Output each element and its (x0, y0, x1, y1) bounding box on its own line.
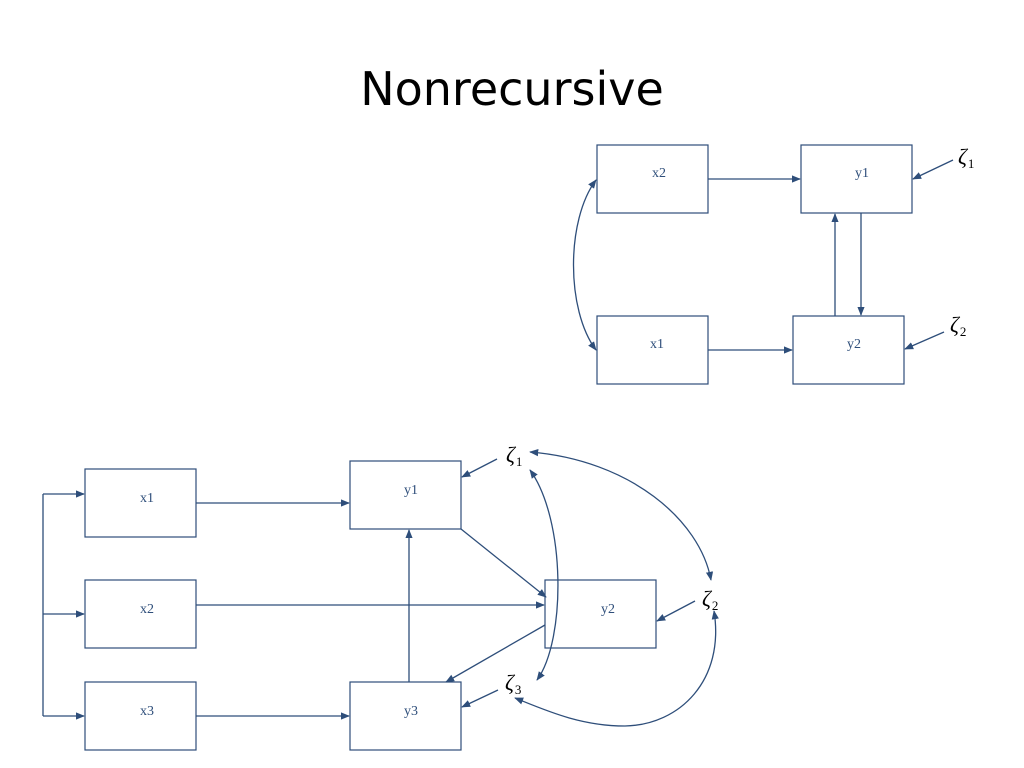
top-node-x1-label: x1 (650, 337, 664, 352)
bottom-node-x2: x2 (84, 579, 197, 649)
bottom-node-x2-label: x2 (140, 602, 154, 617)
top-node-y1: y1 (800, 144, 913, 214)
svg-text:ζ2: ζ2 (702, 586, 718, 613)
bottom-disturbance-zeta1: ζ1 (506, 442, 522, 469)
svg-text:ζ3: ζ3 (505, 670, 521, 697)
bottom-node-x1-label: x1 (140, 491, 154, 506)
bottom-covariance-zeta1-zeta2 (529, 449, 714, 581)
bottom-path-zeta2-y2 (656, 600, 696, 622)
bottom-node-y3-label: y3 (404, 704, 418, 719)
top-path-zeta1-y1 (912, 159, 954, 180)
bottom-node-x3-label: x3 (140, 704, 154, 719)
bottom-node-y1-label: y1 (404, 483, 418, 498)
slide-title: Nonrecursive (360, 62, 664, 116)
top-node-y2-label: y2 (847, 337, 861, 352)
top-node-y1-label: y1 (855, 166, 869, 181)
bottom-node-y1: y1 (349, 460, 462, 530)
svg-text:ζ2: ζ2 (950, 312, 966, 339)
svg-text:ζ1: ζ1 (506, 442, 522, 469)
bottom-path-y2-y3 (445, 624, 546, 683)
top-node-x2: x2 (596, 144, 709, 214)
top-diagram: x2 y1 x1 y2 ζ1 ζ2 (572, 144, 974, 385)
top-disturbance-zeta2: ζ2 (950, 312, 966, 339)
bottom-node-x1: x1 (84, 468, 197, 538)
bottom-diagram: x1 x2 x3 y1 y2 y3 (42, 442, 719, 751)
bottom-disturbance-zeta2: ζ2 (702, 586, 718, 613)
bottom-node-y2-label: y2 (601, 602, 615, 617)
top-node-x2-label: x2 (652, 166, 666, 181)
bottom-path-zeta3-y3 (461, 689, 499, 708)
bottom-node-x3: x3 (84, 681, 197, 751)
bottom-node-y3: y3 (349, 681, 462, 751)
bottom-node-y2: y2 (544, 579, 657, 649)
bottom-path-zeta1-y1 (461, 458, 498, 478)
top-disturbance-zeta1: ζ1 (958, 144, 974, 171)
bottom-path-y1-y2 (460, 528, 547, 598)
top-node-x1: x1 (596, 315, 709, 385)
top-covariance-x1-x2 (572, 179, 597, 351)
bottom-disturbance-zeta3: ζ3 (505, 670, 521, 697)
bottom-covariance-zeta2-zeta3 (514, 610, 719, 727)
svg-text:ζ1: ζ1 (958, 144, 974, 171)
bottom-covariance-bracket (42, 490, 85, 720)
top-path-zeta2-y2 (904, 331, 945, 350)
top-node-y2: y2 (792, 315, 905, 385)
